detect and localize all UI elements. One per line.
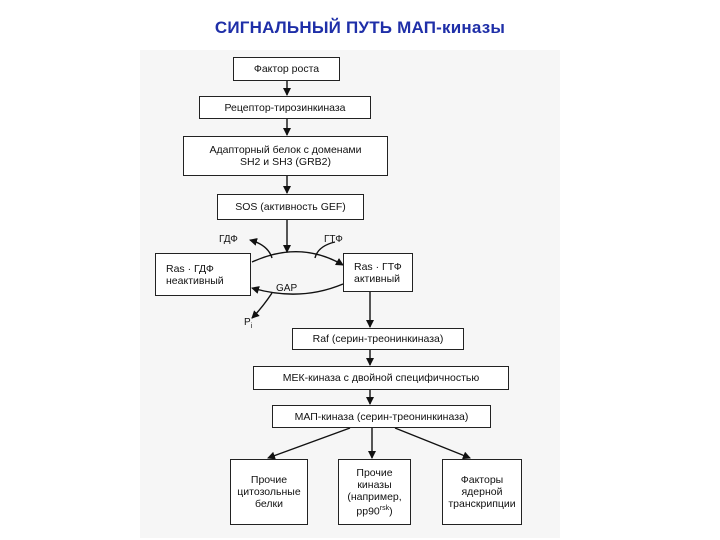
page-title: СИГНАЛЬНЫЙ ПУТЬ МАП-киназы: [214, 18, 506, 37]
adapter-box: Адапторный белок с доменами SH2 и SH3 (G…: [183, 136, 388, 176]
pi-label: Pi: [244, 317, 253, 330]
arrow-map-to-cyto: [267, 427, 351, 460]
ras-gdp-box: Ras · ГДФ неактивный: [155, 253, 251, 296]
map-kinase-box: МАП-киназа (серин-треонинкиназа): [272, 405, 491, 428]
other-kinases-box: Прочие киназы (например, pp90rsk): [338, 459, 411, 525]
other-cytosolic-box: Прочие цитозольные белки: [230, 459, 308, 525]
gdp-label: ГДФ: [219, 234, 238, 245]
rsk-superscript: rsk: [379, 504, 390, 512]
ras-gtp-box: Ras · ГТФ активный: [343, 253, 413, 292]
arrow-rasgdp-to-rasgtp: [251, 251, 344, 266]
receptor-box: Рецептор-тирозинкиназа: [199, 96, 371, 119]
arrow-gdp-out: [249, 238, 273, 259]
sos-box: SOS (активность GEF): [217, 194, 364, 220]
raf-box: Raf (серин-треонинкиназа): [292, 328, 464, 350]
growth-factor-box: Фактор роста: [233, 57, 340, 81]
arrow-pi-out: [251, 292, 273, 319]
arrow-map-to-transcription: [394, 427, 471, 460]
mek-box: МЕК-киназа с двойной специфичностью: [253, 366, 509, 390]
gtp-label: ГТФ: [324, 234, 343, 245]
transcription-factors-box: Факторы ядерной транскрипции: [442, 459, 522, 525]
arrow-gtp-in: [314, 241, 336, 259]
gap-label: GAP: [276, 283, 298, 294]
arrow-rasgtp-to-rasgdp: [251, 283, 344, 295]
